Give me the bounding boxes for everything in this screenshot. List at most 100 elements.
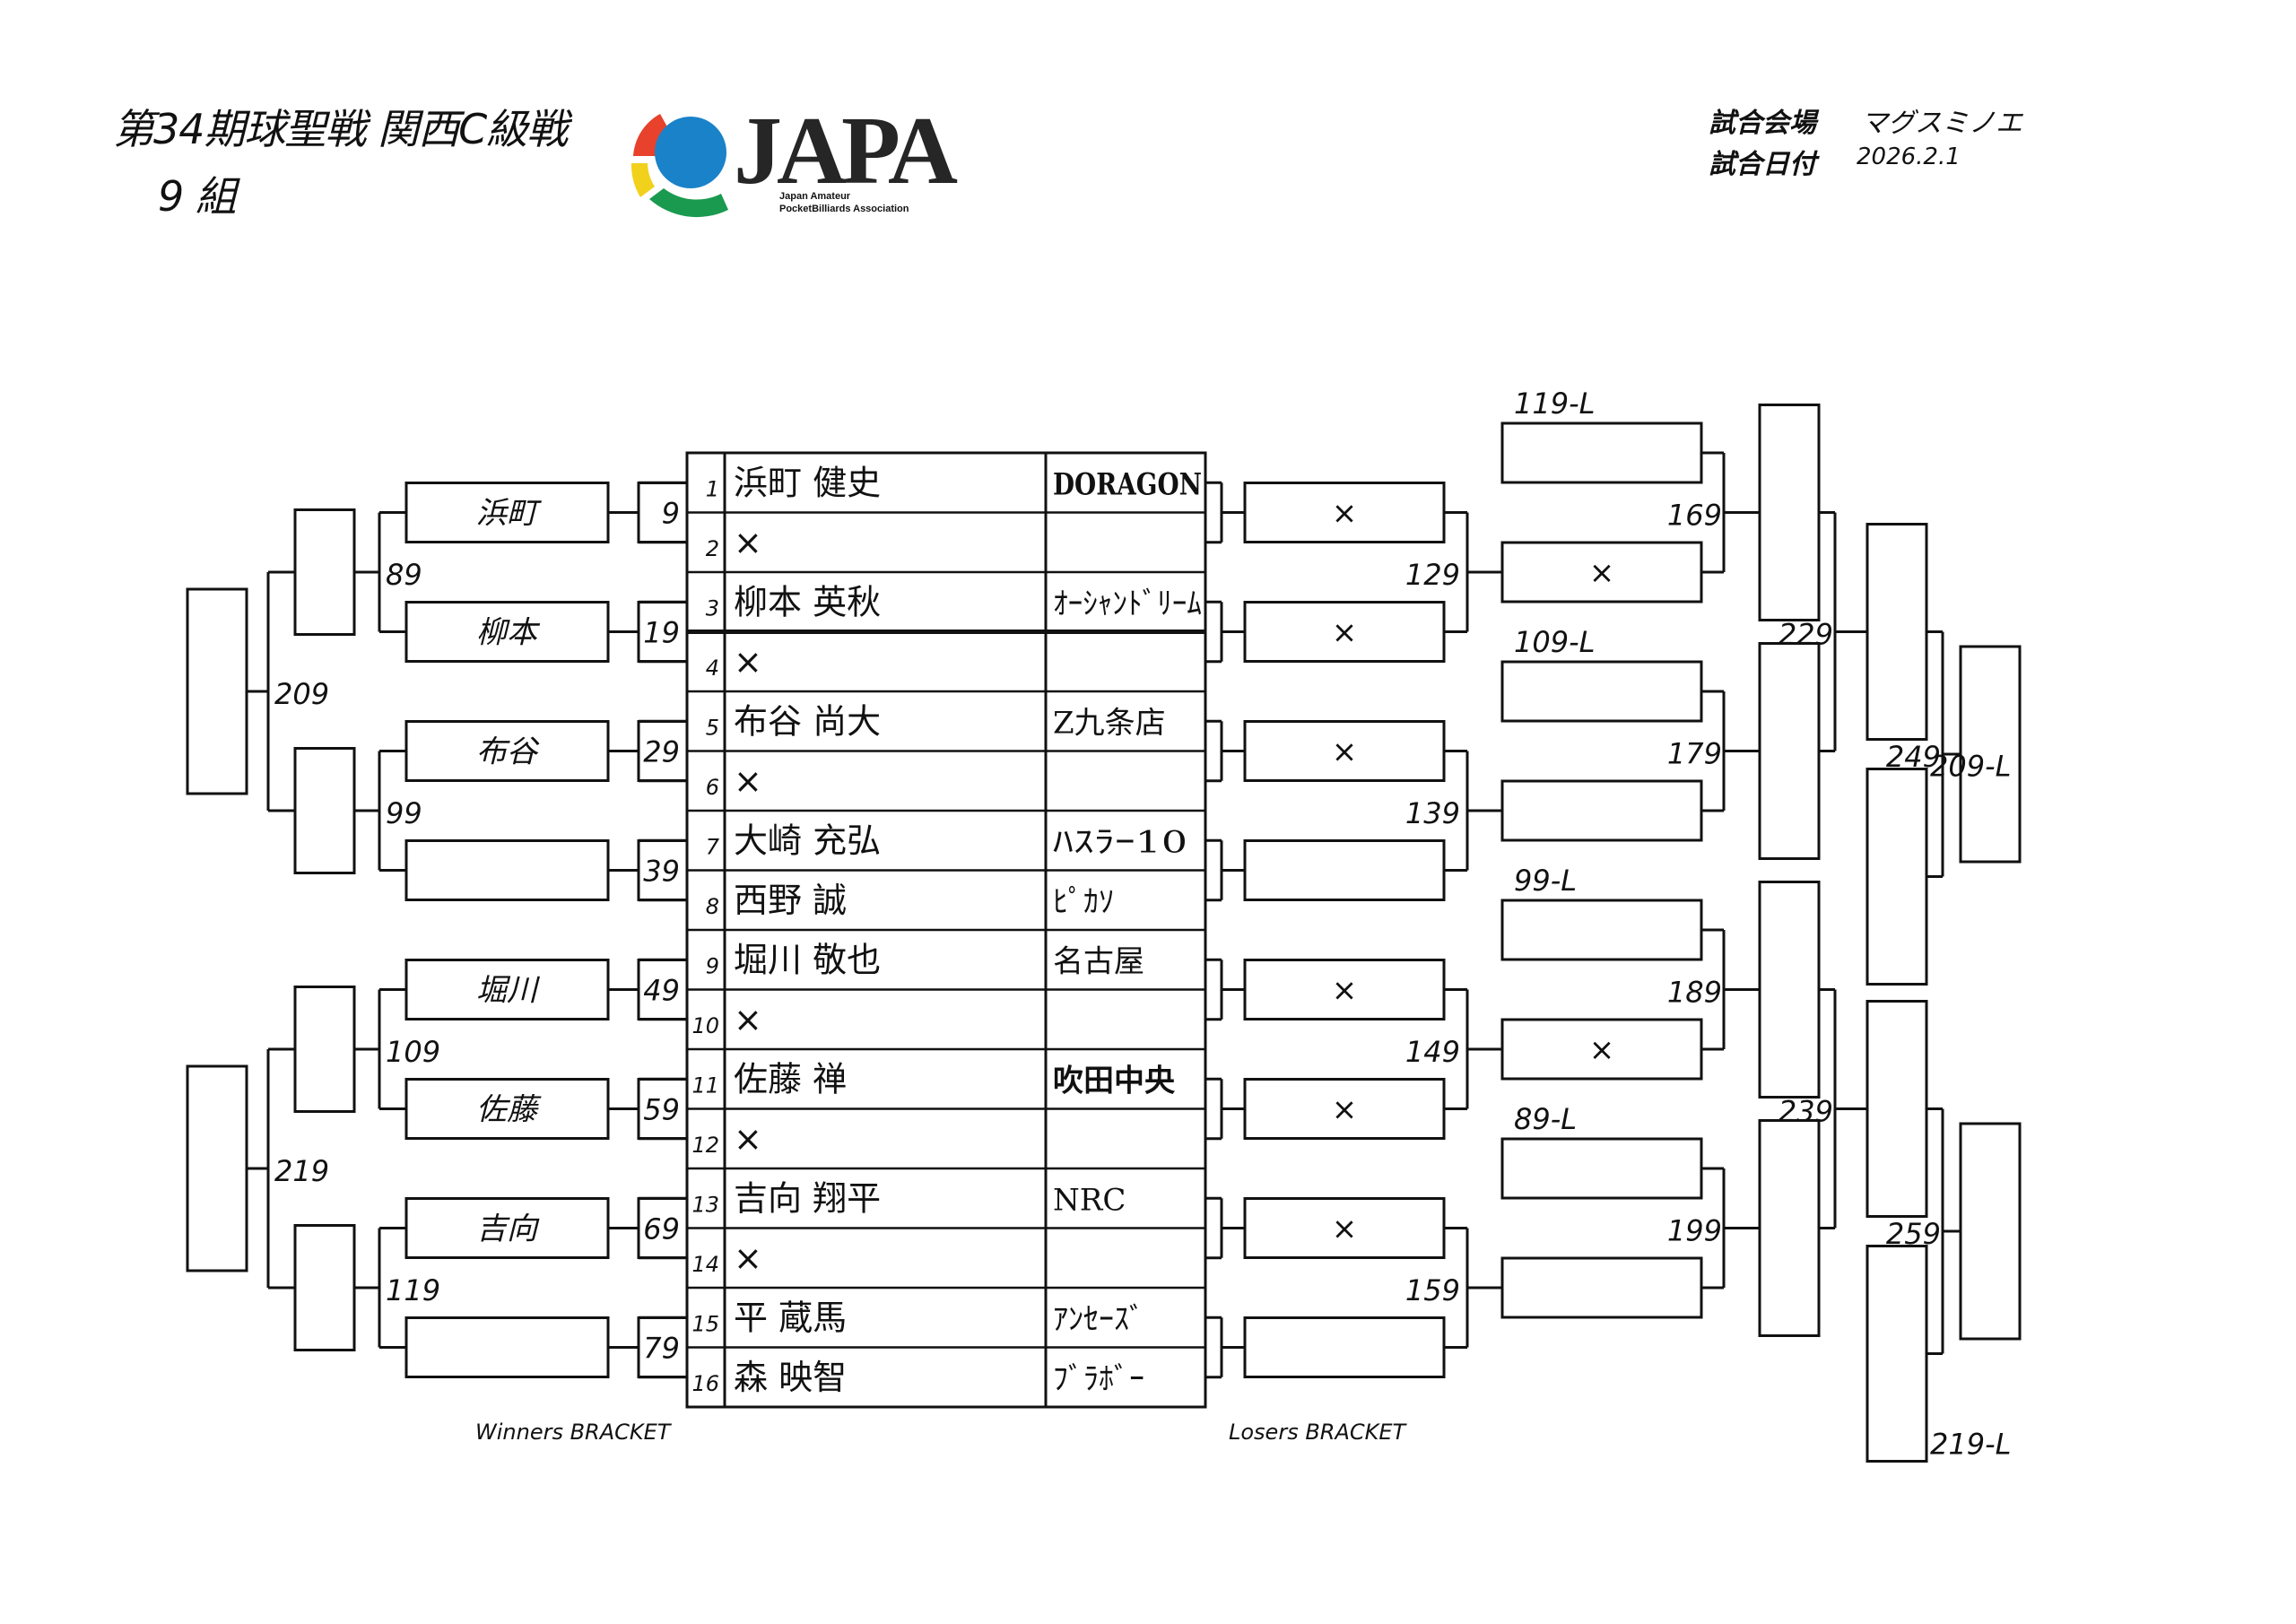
seed-number: 15 [691,1311,719,1336]
player-club: ﾌﾞﾗﾎﾞｰ [1053,1361,1144,1397]
loser-r1-mark: × [1332,1211,1358,1247]
winner-r1-name: 堀川 [476,973,540,1009]
player-name: 浜町 健史 [734,463,881,502]
match-label-l2: 139 [1405,796,1460,830]
group-label: 9 組 [158,172,237,221]
winner-r1-box [404,1316,610,1378]
drop-in-label: 109-L [1514,625,1595,659]
logo-line-1: Japan Amateur [779,191,851,202]
player-name: × [734,761,762,801]
match-label-l2: 149 [1405,1035,1460,1069]
match-label-l2: 159 [1405,1273,1460,1307]
loser-r5-box [1959,645,2022,864]
player-club: ｱﾝｾｰｽﾞ [1053,1301,1144,1337]
drop-in-label: 89-L [1514,1102,1577,1136]
loser-r3-box [1758,404,1821,621]
match-label-r1: 79 [643,1332,680,1366]
player-club: ﾋﾟｶｿ [1053,884,1114,920]
match-label-r1: 39 [643,855,680,889]
winner-r1-box [404,839,610,901]
match-label-r1: 29 [643,735,680,769]
player-name: 西野 誠 [734,881,847,920]
seed-number: 10 [691,1013,719,1038]
loser-r3-box [1758,1119,1821,1337]
match-label-l3: 179 [1667,737,1722,771]
loser-r3-box [1758,881,1821,1099]
player-name: 大崎 充弘 [734,821,881,860]
player-name: × [734,642,762,682]
loser-drop-box [1500,1137,1703,1200]
japa-logo: JAPA Japan Amateur PocketBilliards Assoc… [628,98,969,235]
match-label-r1: 19 [643,616,680,650]
match-label-l4: 239 [1779,1095,1833,1129]
loser-r2-mark: × [1589,555,1615,591]
loser-drop-box [1500,660,1703,723]
loser-r2-box [1500,779,1703,842]
winner-r1-name: 柳本 [476,615,541,651]
match-label-r1: 49 [643,974,680,1008]
tournament-title: 第34期球聖戦 関西C級戦 [113,105,568,153]
loser-r1-mark: × [1332,734,1358,770]
player-name: 吉向 翔平 [734,1178,881,1218]
seed-number: 11 [691,1073,719,1098]
player-club: 吹田中央 [1053,1063,1176,1099]
loser-final-drop-box [1866,768,1928,986]
match-label-r2: 99 [386,796,422,830]
player-club: Z九条店 [1053,705,1166,741]
seed-number: 14 [691,1252,719,1277]
date-label: 試合日付 [1709,149,1816,180]
loser-r1-box [1243,1316,1446,1378]
player-name: 堀川 敬也 [734,940,881,979]
player-name: × [734,1119,762,1159]
match-label-r3: 219 [274,1154,329,1188]
japa-logo-mark: JAPA [631,98,963,218]
final-drop-label: 219-L [1930,1428,2011,1462]
losers-bracket-label: Losers BRACKET [1229,1420,1406,1445]
player-name: × [734,1000,762,1039]
match-label-l5: 259 [1886,1217,1941,1251]
winners-bracket-label: Winners BRACKET [475,1420,671,1445]
match-label-r2: 119 [386,1273,440,1307]
seed-number: 12 [691,1133,719,1158]
player-club: 名古屋 [1053,943,1144,979]
player-name: × [734,1238,762,1278]
loser-drop-box [1500,899,1703,961]
player-name: 森 映智 [734,1358,847,1397]
loser-r5-box [1959,1122,2022,1341]
logo-wordmark: JAPA [734,100,958,204]
player-name: 柳本 英秋 [734,582,881,621]
seed-number: 5 [706,715,719,740]
player-name: 平 蔵馬 [734,1298,847,1337]
match-label-l4: 229 [1779,618,1833,652]
winner-r3-box [186,1064,248,1272]
match-label-r3: 209 [274,677,329,711]
winner-r2-box [293,1224,356,1351]
winner-r1-name: 浜町 [476,496,542,532]
venue-value: マグスミノエ [1861,108,2022,139]
loser-r1-mark: × [1332,1092,1358,1128]
seed-number: 2 [706,536,719,561]
player-club: ｵｰｼｬﾝﾄﾞﾘｰﾑ [1053,586,1202,621]
loser-r1-mark: × [1332,973,1358,1009]
seed-number: 4 [706,656,719,681]
player-club: DORAGON [1053,466,1202,502]
winner-r3-box [186,587,248,795]
loser-final-drop-box [1866,1245,1928,1463]
loser-r4-box [1866,523,1928,741]
winner-r1-name: 布谷 [476,734,540,770]
player-name: 佐藤 禅 [734,1059,847,1099]
loser-r2-box [1500,1256,1703,1319]
winner-r1-name: 吉向 [476,1211,540,1247]
seed-number: 6 [706,775,719,800]
match-label-l3: 189 [1667,976,1722,1010]
drop-in-label: 119-L [1514,386,1595,421]
seed-number: 3 [706,595,719,621]
loser-r3-box [1758,642,1821,860]
player-name: 布谷 尚大 [734,701,881,741]
seed-number: 1 [706,476,719,501]
match-label-r1: 9 [662,497,680,531]
match-label-r2: 109 [386,1035,440,1069]
seed-number: 7 [706,834,720,859]
seed-number: 9 [706,953,719,978]
